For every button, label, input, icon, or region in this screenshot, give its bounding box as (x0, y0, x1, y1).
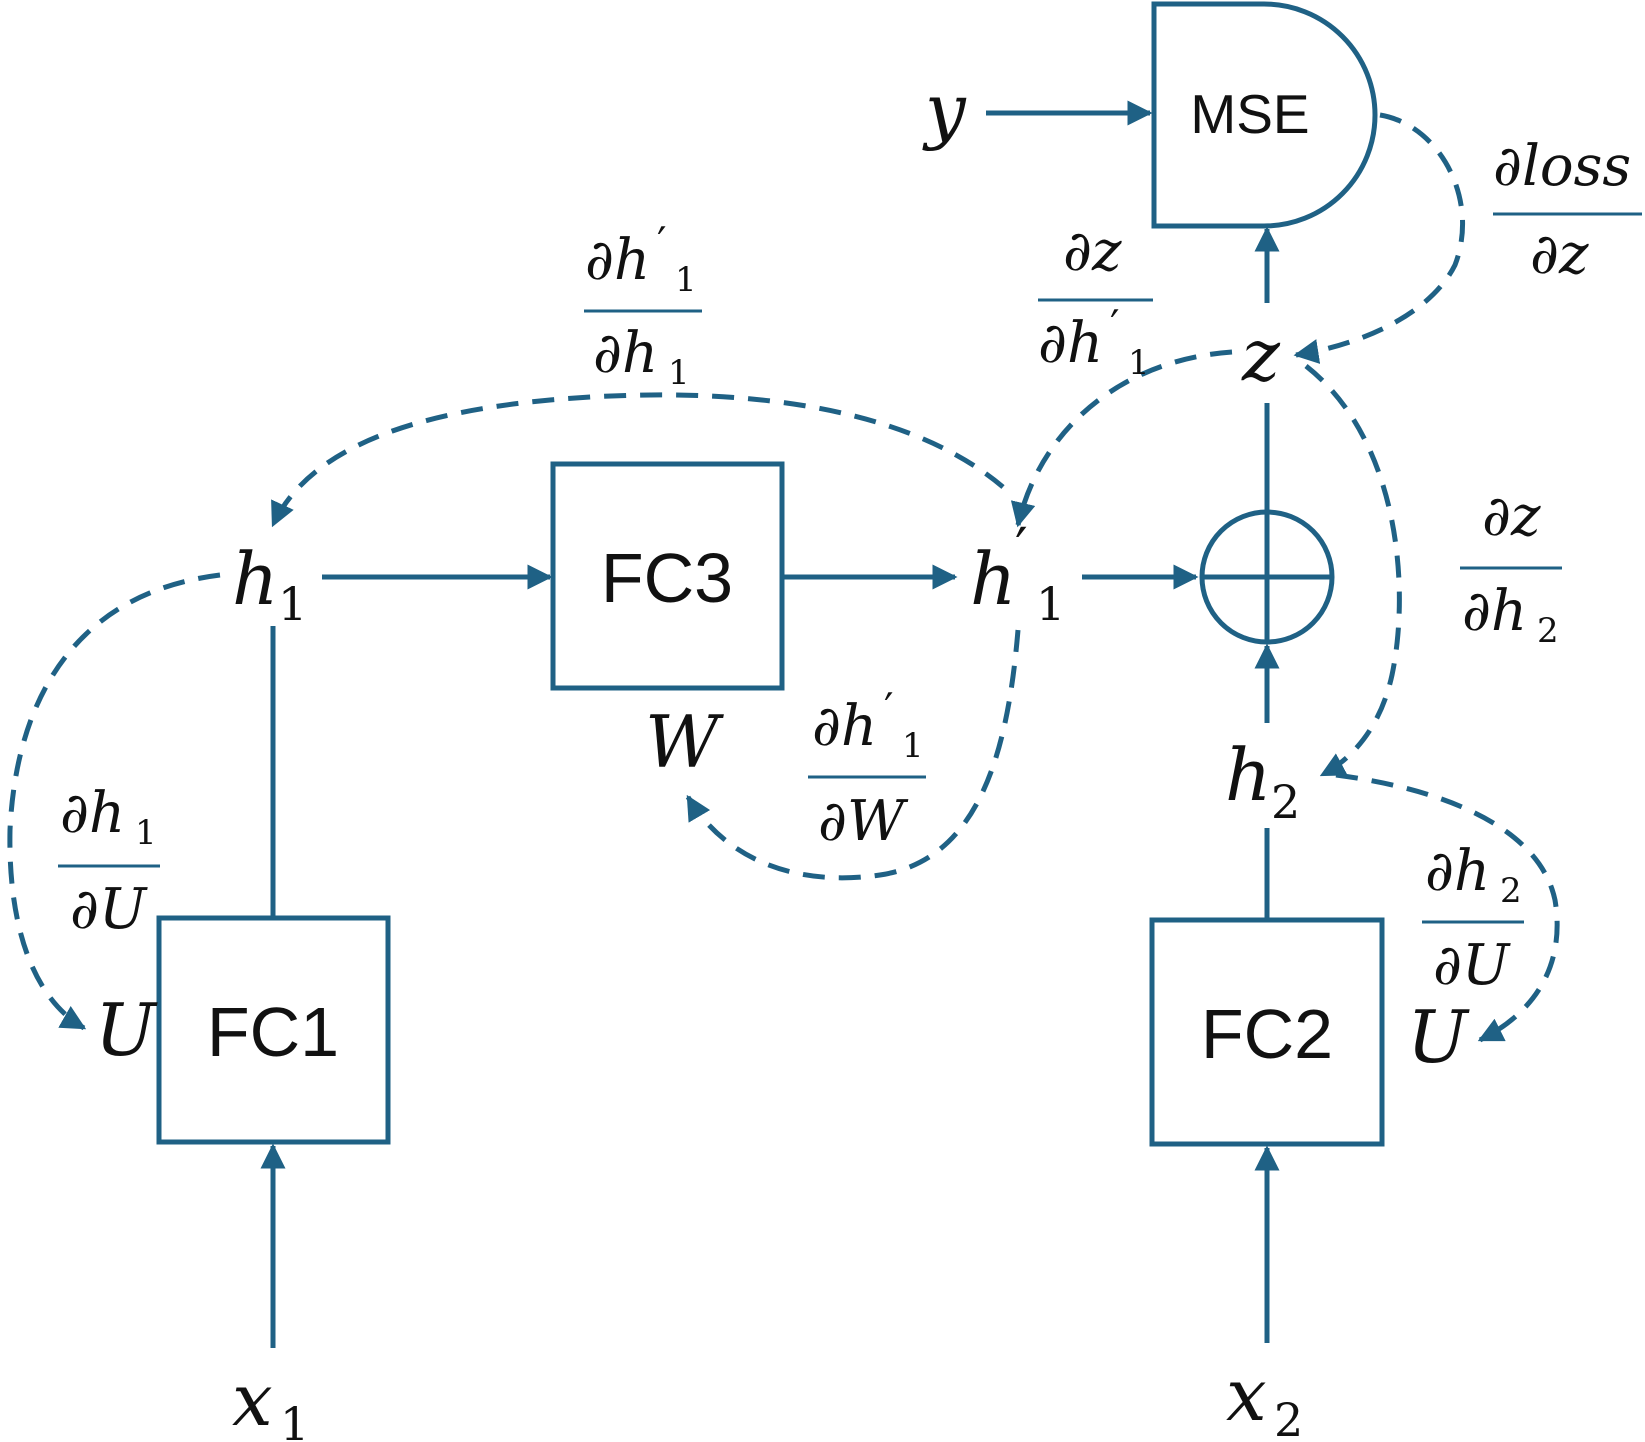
svg-text:∂z: ∂z (1482, 484, 1541, 549)
mse-block (1151, 1, 1378, 229)
var-x2: x 2 (1226, 1353, 1303, 1442)
svg-text:2: 2 (1271, 775, 1300, 829)
mse-label: MSE (1190, 83, 1309, 145)
grad-curve-z-h1prime (1010, 349, 1233, 528)
svg-text:∂U: ∂U (1433, 933, 1511, 998)
svg-text:h: h (970, 537, 1016, 621)
var-h2: h 2 (1225, 733, 1300, 829)
svg-text:2: 2 (1500, 871, 1522, 911)
grad-dh1-du: ∂h 1 ∂U (58, 781, 160, 942)
var-u-right: U (1407, 995, 1470, 1079)
svg-text:1: 1 (280, 1397, 309, 1442)
grad-dh2-du: ∂h 2 ∂U (1422, 839, 1524, 998)
svg-text:∂W: ∂W (818, 789, 909, 854)
grad-dh1prime-dw: ∂h ′ 1 ∂W (808, 684, 926, 854)
svg-text:1: 1 (135, 813, 157, 853)
svg-text:∂z: ∂z (1530, 222, 1589, 287)
svg-text:′: ′ (657, 218, 667, 267)
grad-dz-dh2: ∂z ∂h 2 (1460, 484, 1562, 651)
svg-text:∂loss: ∂loss (1493, 134, 1631, 199)
svg-text:∂z: ∂z (1063, 219, 1122, 284)
svg-text:1: 1 (1036, 577, 1065, 631)
svg-text:∂h: ∂h (593, 321, 658, 386)
svg-text:∂h: ∂h (1425, 839, 1490, 904)
svg-text:′: ′ (1110, 301, 1120, 350)
svg-text:∂h: ∂h (1038, 311, 1103, 376)
fc1-block (156, 915, 391, 1145)
var-u-left: U (95, 988, 158, 1072)
svg-text:′: ′ (884, 684, 894, 733)
var-h1-prime: h ′ 1 (970, 517, 1065, 631)
var-h1: h 1 (232, 537, 307, 631)
svg-text:∂h: ∂h (585, 228, 650, 293)
svg-text:x: x (1226, 1353, 1267, 1437)
grad-curve-z-h2 (1304, 364, 1402, 778)
grad-dloss-dz: ∂loss ∂z (1493, 134, 1642, 287)
fc2-label: FC2 (1201, 995, 1333, 1073)
grad-dh1prime-dh1: ∂h ′ 1 ∂h 1 (584, 218, 702, 393)
svg-text:1: 1 (675, 260, 697, 300)
svg-text:x: x (232, 1358, 273, 1442)
grad-curve-h1-u (7, 572, 221, 1031)
svg-text:∂h: ∂h (1462, 579, 1527, 644)
grad-dz-dh1prime: ∂z ∂h ′ 1 (1038, 219, 1153, 383)
var-y: y (922, 68, 967, 152)
svg-text:1: 1 (278, 577, 307, 631)
var-z: z (1241, 313, 1281, 397)
grad-curve-h1prime-h1 (270, 392, 1005, 528)
svg-text:1: 1 (1128, 343, 1150, 383)
fc3-block (550, 461, 785, 691)
svg-text:1: 1 (902, 726, 924, 766)
svg-text:h: h (232, 537, 278, 621)
grad-curve-loss-z (1293, 112, 1466, 364)
svg-text:∂U: ∂U (70, 877, 148, 942)
grad-curve-h2-u (1335, 772, 1560, 1043)
fc3-label: FC3 (601, 539, 733, 617)
var-x1: x 1 (232, 1358, 309, 1442)
fc2-block (1149, 917, 1385, 1147)
grad-curve-h1prime-w (685, 629, 1021, 881)
var-w: W (645, 700, 724, 784)
fc1-label: FC1 (207, 993, 339, 1071)
svg-text:∂h: ∂h (60, 781, 125, 846)
svg-text:2: 2 (1274, 1393, 1303, 1442)
svg-text:′: ′ (1015, 517, 1028, 582)
svg-text:h: h (1225, 733, 1271, 817)
svg-text:∂h: ∂h (812, 694, 877, 759)
sum-node (1199, 509, 1335, 645)
svg-text:1: 1 (668, 353, 690, 393)
svg-text:2: 2 (1537, 611, 1559, 651)
